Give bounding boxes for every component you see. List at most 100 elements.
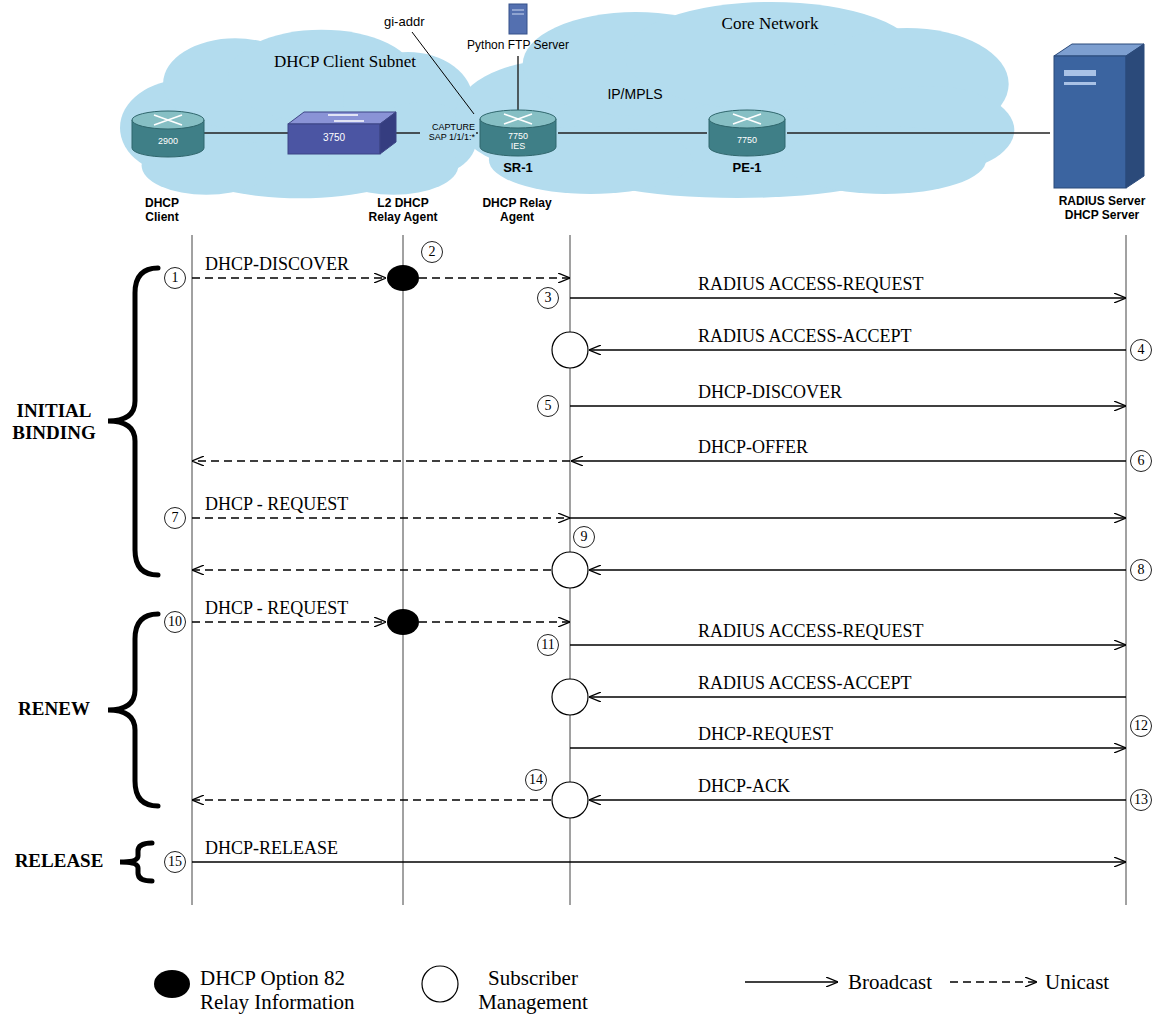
message-arrow-dashed [192,277,386,278]
network-link [204,132,288,133]
subscriber-circle [552,552,588,588]
router-arrows [733,114,761,124]
ftp-server-icon: Python FTP Server [443,2,593,56]
legend-text: DHCP Option 82 Relay Information [200,966,390,1014]
server-icon: RADIUS Server DHCP Server [1050,42,1154,224]
message-label: DHCP - REQUEST [205,494,385,514]
message-arrow-dashed [192,460,570,461]
callout-number: 9 [573,526,595,548]
option82-dot [387,265,419,291]
cloud-shape [228,30,415,123]
callout-number: 2 [421,241,443,263]
network-label: IP/MPLS [585,86,685,102]
message-arrow [589,799,1126,800]
cloud-shape [523,12,749,116]
legend-dot-sample [154,970,190,998]
message-label: RADIUS ACCESS-REQUEST [698,274,998,294]
legend-circle-sample [422,966,458,1002]
leader-label: gi-addr [384,14,444,29]
callout-number: 4 [1130,339,1152,361]
message-arrow-dashed [192,569,551,570]
switch-side [380,112,396,154]
message-label: DHCP-REQUEST [698,724,998,744]
cloud-shape [805,28,1008,140]
server-slot [1064,70,1096,76]
router-top [709,110,785,128]
network-cloud: Core NetworkIP/MPLS 7750PE-1 [455,0,1020,200]
cloud-shape [625,2,919,110]
device-model: 7750 [709,135,785,145]
switch-front [288,124,380,154]
router-arrows [154,115,182,125]
device-model: 7750 IES [504,131,532,151]
legend-text: Broadcast [848,970,948,994]
callout-number: 14 [525,769,547,791]
port-label: CAPTURE SAP 1/1/1:* [420,121,476,143]
message-arrow-dashed [192,799,551,800]
router-icon [132,111,204,157]
callout-number: 12 [1130,715,1152,737]
router-icon: 7750 IES SR-1 [478,110,558,178]
ftp-server-body [509,4,527,34]
message-arrow [570,517,1126,518]
router-top [132,111,204,129]
message-label: RADIUS ACCESS-ACCEPT [698,673,998,693]
switch-top [288,112,396,124]
message-label: DHCP - REQUEST [205,598,385,618]
cloud-shape [120,80,250,176]
message-arrow [589,349,1126,350]
callout-number: 11 [537,634,559,656]
legend-text: Subscriber Management [468,966,598,1014]
phase-brace [120,843,152,881]
message-label: RADIUS ACCESS-ACCEPT [698,326,998,346]
callout-number: 10 [164,611,186,633]
message-arrow [589,569,1126,570]
column-header: DHCP Relay Agent [481,196,553,224]
cloud-shape [845,86,1015,174]
device-name: RADIUS Server DHCP Server [1050,194,1154,222]
message-label: DHCP-OFFER [698,437,998,457]
message-arrow-dashed [192,517,570,518]
message-arrow [571,460,1126,461]
phase-label: INITIAL BINDING [6,400,102,444]
message-arrow [570,644,1126,645]
subscriber-circle [552,332,588,368]
callout-number: 15 [164,851,186,873]
callout-number: 13 [1130,789,1152,811]
message-arrow [192,861,1126,862]
callout-number: 1 [164,267,186,289]
message-arrow [570,405,1126,406]
subscriber-circle [552,679,588,715]
cloud-label: Core Network [690,14,850,34]
message-arrow [570,747,1126,748]
callout-number: 5 [537,395,559,417]
message-arrow [570,297,1126,298]
legend-solid-sample [745,981,838,982]
column-header: L2 DHCP Relay Agent [365,196,441,224]
router-icon: 7750PE-1 [707,110,787,178]
callout-number: 6 [1130,450,1152,472]
device-name: SR-1 [478,160,558,175]
device-name: PE-1 [707,160,787,175]
legend-text: Unicast [1045,970,1135,994]
callout-number: 3 [537,287,559,309]
server-front [1054,56,1126,188]
network-link [787,132,1050,133]
phase-label: RENEW [6,698,102,720]
message-label: DHCP-DISCOVER [205,254,385,274]
router-icon: 2900 [132,111,204,157]
cloud-shape [455,60,658,172]
leader-line [412,32,474,114]
callout-number: 8 [1130,559,1152,581]
phase-label: RELEASE [6,850,112,872]
option82-dot [387,609,419,635]
ftp-server-detail [512,10,524,14]
cloud-shape [500,38,975,182]
callout-number: 7 [164,507,186,529]
server-slot [1064,82,1096,85]
phase-brace [108,268,158,575]
network-cloud: DHCP Client Subnet29003750 [120,28,480,200]
message-label: DHCP-DISCOVER [698,382,998,402]
network-link [558,132,707,133]
switch-arrows [328,115,364,121]
